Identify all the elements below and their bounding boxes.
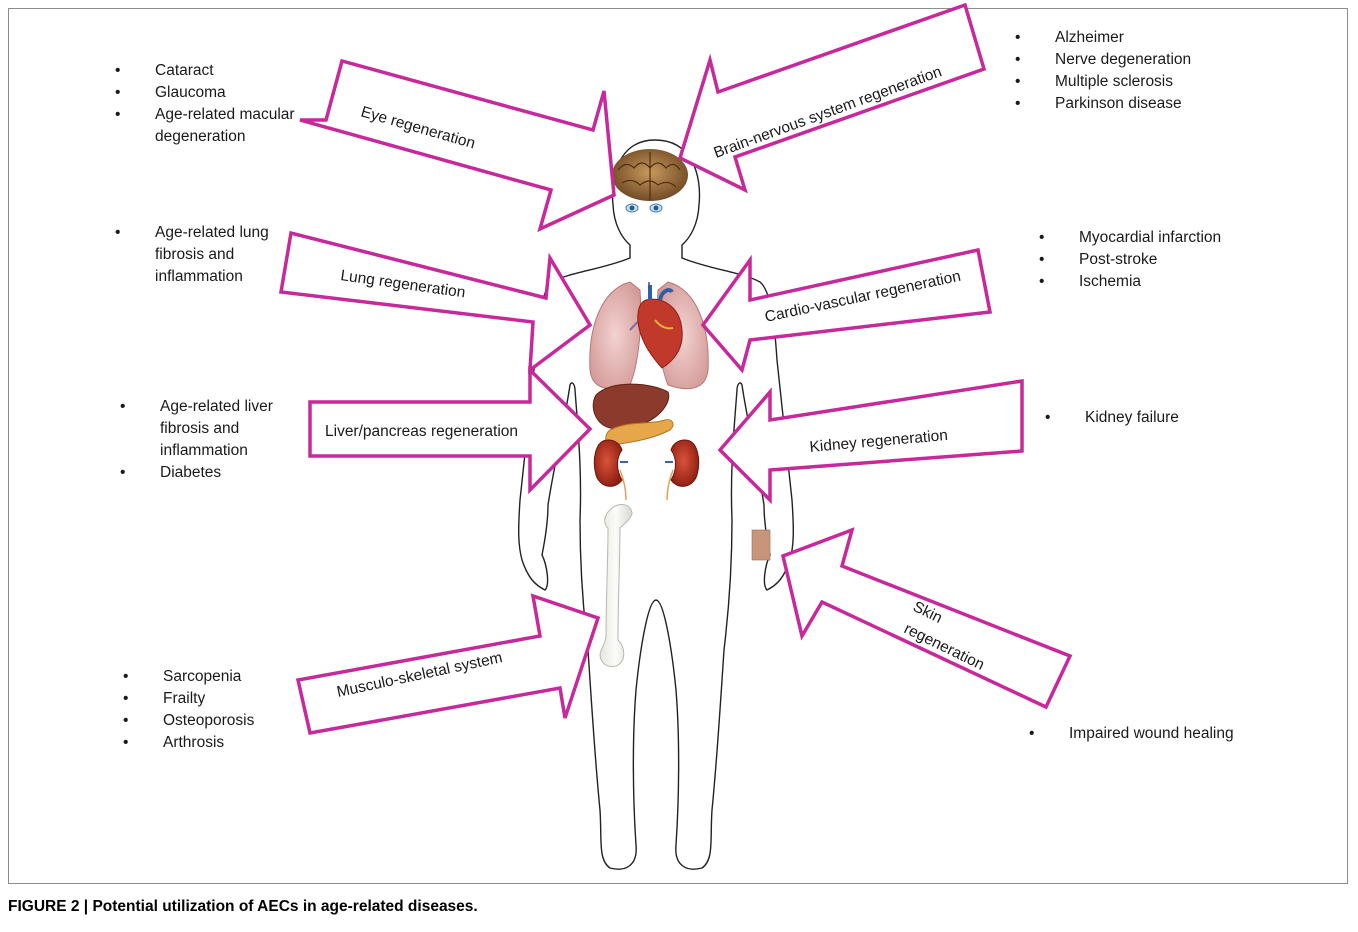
brain-arrow (680, 5, 984, 190)
cardio-arrow (703, 250, 990, 370)
liver-arrow-label: Liver/pancreas regeneration (325, 423, 518, 440)
caption-prefix: FIGURE 2 | (8, 898, 92, 915)
eye-icon (626, 204, 662, 212)
kidney-icon (594, 440, 698, 500)
femur-bone-icon (600, 505, 632, 667)
caption-text: Potential utilization of AECs in age-rel… (92, 898, 477, 915)
brain-icon (612, 149, 688, 201)
human-body-outline-icon (519, 140, 794, 869)
lung-arrow (281, 233, 590, 370)
skin-patch-icon (752, 530, 770, 560)
figure-caption: FIGURE 2 | Potential utilization of AECs… (8, 898, 478, 916)
